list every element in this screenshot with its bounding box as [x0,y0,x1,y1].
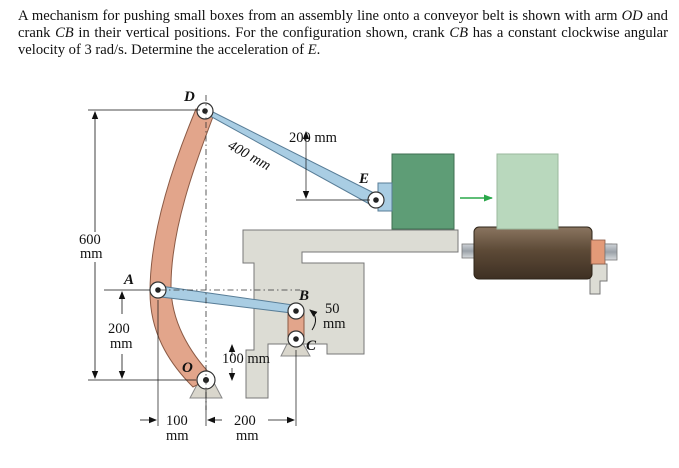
problem-text-1: A mechanism for pushing small boxes from… [18,8,622,24]
label-e: E [358,171,369,187]
box-light [496,153,559,230]
conveyor-frame [589,263,608,295]
problem-text-3: in their vertical positions. For the con… [73,25,450,41]
problem-statement: A mechanism for pushing small boxes from… [18,8,668,59]
problem-text-4: has a constant clockwise angular velocit… [18,25,669,58]
conveyor-roller [473,226,593,280]
label-o: O [182,360,193,376]
dim-200-bottom-unit: mm [236,428,259,444]
dim-100-mid-label: 100 mm [222,351,271,367]
symbol-cb-2: CB [449,25,469,41]
conveyor-collar [590,239,606,265]
dim-600-unit: mm [80,246,103,262]
label-d: D [183,89,195,105]
rotation-arrow-c [309,309,318,331]
pin-b [287,302,305,320]
dim-100-bottom-number: 100 [166,413,188,429]
dim-200-left-number: 200 [108,321,130,337]
pin-d [196,102,214,120]
label-a: A [123,272,134,288]
label-c: C [306,338,317,354]
symbol-od: OD [621,8,643,24]
assembly-line-frame [242,229,459,399]
symbol-e: E [307,42,317,58]
dim-50-unit: mm [323,316,346,332]
arm-od [149,108,215,388]
box-dark [391,153,455,230]
label-b: B [298,288,309,304]
dim-50-number: 50 [325,301,340,317]
dim-200-top-label: 200 mm [289,130,338,146]
symbol-cb: CB [55,25,74,41]
dim-600-number: 600 [79,232,101,248]
dim-200-left-unit: mm [110,336,133,352]
pin-c [287,330,305,348]
conveyor-shaft-end [604,243,618,261]
problem-text-5: . [316,42,321,58]
dim-200-bottom-number: 200 [234,413,256,429]
pin-e [367,191,385,209]
link-de [200,105,379,207]
dim-100-bottom-unit: mm [166,428,189,444]
problem-text-2: and crank [18,8,668,41]
